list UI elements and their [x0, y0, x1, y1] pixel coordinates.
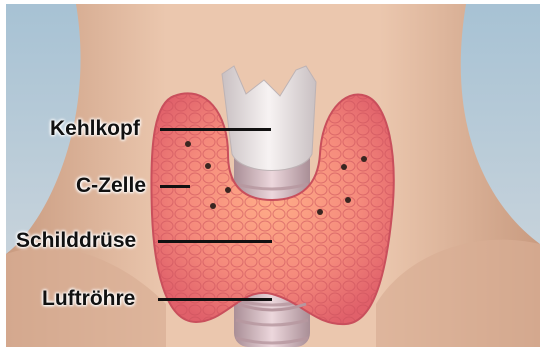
- c-cell-dot: [361, 156, 367, 162]
- c-cell-dot: [225, 187, 231, 193]
- label-schilddruese: Schilddrüse: [16, 229, 136, 253]
- c-cell-dot: [210, 203, 216, 209]
- c-cell-dot: [341, 164, 347, 170]
- c-cell-dot: [317, 209, 323, 215]
- leader-line-luftroehre: [158, 298, 272, 301]
- label-luftroehre: Luftröhre: [42, 287, 135, 311]
- c-cell-dot: [185, 141, 191, 147]
- label-c-zelle: C-Zelle: [76, 174, 146, 198]
- leader-line-kehlkopf: [160, 128, 271, 131]
- thyroid-illustration: Kehlkopf C-Zelle Schilddrüse Luftröhre: [6, 4, 540, 347]
- c-cell-dot: [205, 163, 211, 169]
- label-kehlkopf: Kehlkopf: [50, 117, 140, 141]
- leader-line-schilddruese: [158, 240, 272, 243]
- c-cell-dot: [345, 197, 351, 203]
- leader-line-c-zelle: [160, 185, 190, 188]
